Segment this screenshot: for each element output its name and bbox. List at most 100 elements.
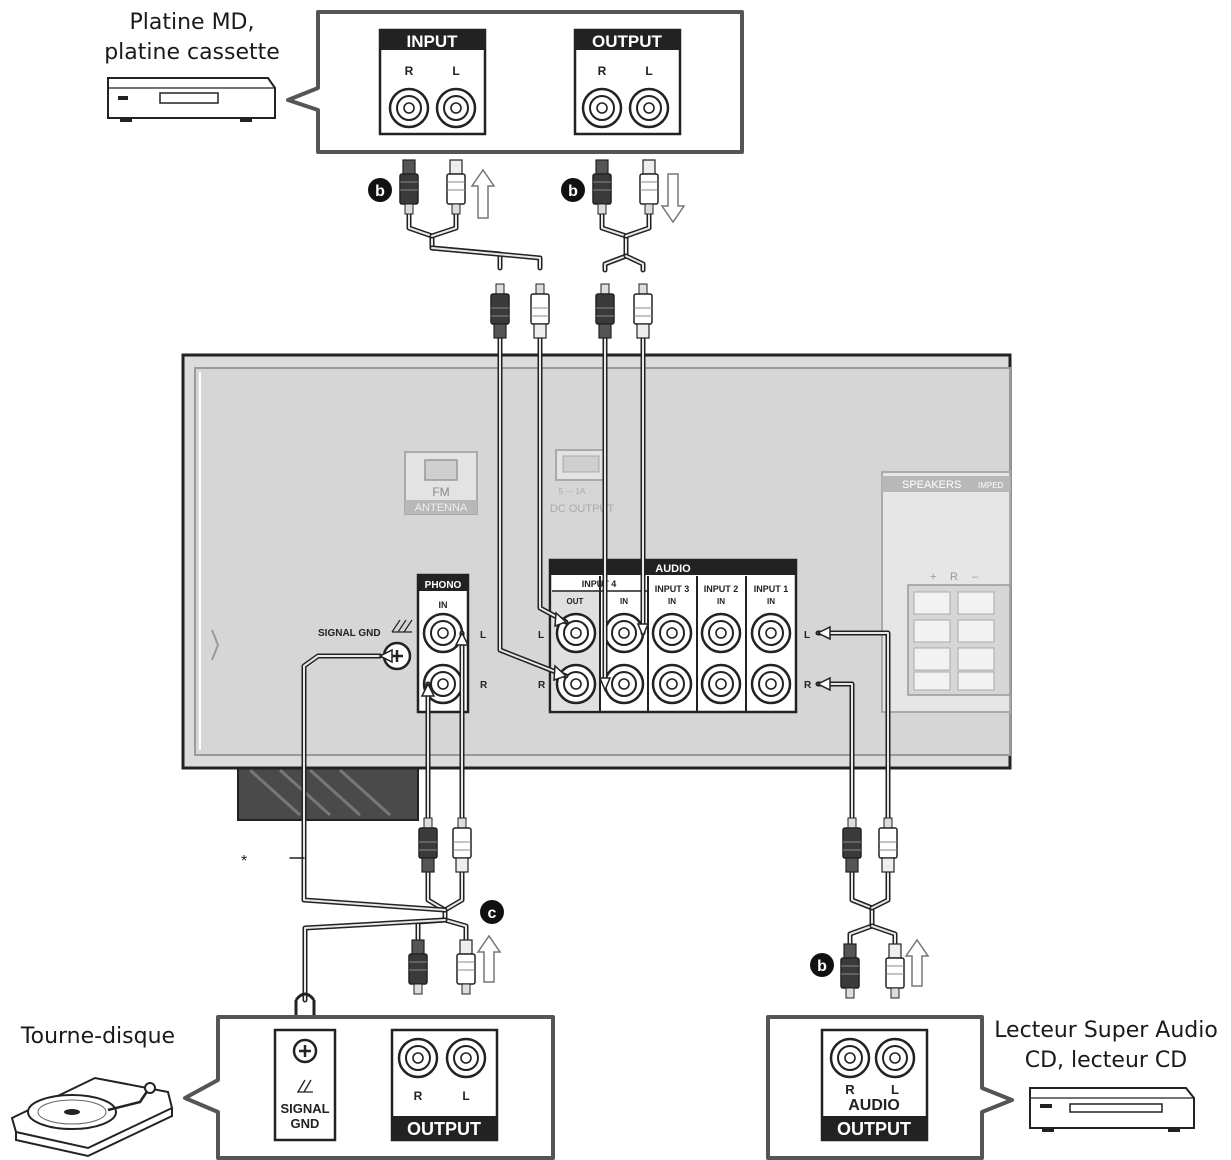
phono-l-plug-receiver-end (452, 817, 472, 873)
input3-label: INPUT 3 (655, 584, 690, 594)
signal-arrow-up-icon (470, 168, 496, 219)
cd-audio-label: AUDIO (848, 1097, 900, 1114)
input4-in-l-jack[interactable] (603, 612, 645, 654)
input1-r-jack[interactable] (750, 663, 792, 705)
md-output-title: OUTPUT (592, 32, 663, 51)
input3-l-jack[interactable] (651, 612, 693, 654)
md-input-l-plug (446, 159, 466, 215)
cd-output-l-label: L (891, 1082, 899, 1097)
signal-gnd-label: SIGNAL GND (318, 628, 381, 639)
cd-player-label-line1: Lecteur Super Audio (994, 1018, 1218, 1043)
md-deck-label-line1: Platine MD, (129, 10, 255, 35)
input4-in-r-jack[interactable] (603, 663, 645, 705)
input2-r-jack[interactable] (700, 663, 742, 705)
phono-in-label: IN (439, 600, 448, 610)
md-output-r-label: R (598, 64, 607, 78)
turntable-output-l-label: L (462, 1089, 469, 1103)
md-input-r-jack[interactable] (388, 87, 430, 129)
callout-b-md-input: b (368, 178, 392, 202)
dc-output-port: 5 --- 1A DC OUTPUT (550, 449, 614, 515)
md-output-l-plug-receiver-end (633, 283, 653, 339)
turntable-label-text: Tourne-disque (20, 1024, 176, 1049)
input2-label: INPUT 2 (704, 584, 739, 594)
phono-r-plug-receiver-end (418, 817, 438, 873)
ground-icon (297, 1079, 313, 1093)
input4-out-label: OUT (567, 597, 584, 606)
md-input-r-plug (399, 159, 419, 215)
input3-in-label: IN (668, 597, 676, 606)
svg-text:b: b (568, 183, 578, 200)
dc-output-rating: 5 --- 1A (559, 487, 586, 496)
input1-label: INPUT 1 (754, 584, 789, 594)
cd-player-label: Lecteur Super Audio CD, lecteur CD (990, 1016, 1222, 1076)
md-output-l-jack[interactable] (628, 87, 670, 129)
md-input-l-jack[interactable] (435, 87, 477, 129)
fm-antenna-terminal: FM ANTENNA (404, 451, 478, 515)
cd-r-plug (840, 943, 860, 999)
cd-l-plug-receiver-end (878, 817, 898, 873)
speakers-label: SPEAKERS (902, 479, 961, 491)
antenna-label: ANTENNA (415, 502, 468, 514)
audio-jack-block: L R AUDIO INPUT 4 OUT IN INPUT 3 IN INPU… (538, 558, 812, 714)
callout-c-phono: c (480, 900, 504, 924)
dc-output-label: DC OUTPUT (550, 503, 614, 515)
input4-in-label: IN (620, 597, 628, 606)
input2-in-label: IN (717, 597, 725, 606)
input2-l-jack[interactable] (700, 612, 742, 654)
signal-arrow-down-icon (660, 173, 686, 224)
svg-text:b: b (817, 958, 827, 975)
arrow-heads (378, 611, 831, 697)
turntable-gnd-label: GND (291, 1116, 320, 1131)
speaker-minus-label: – (972, 571, 979, 583)
md-deck-panel: INPUT R L OUTPUT R L (286, 10, 744, 154)
turntable-panel: SIGNAL GND R L OUTPUT (183, 1015, 555, 1160)
svg-text:b: b (375, 183, 385, 200)
cd-player-panel: R L AUDIO OUTPUT (766, 1015, 1014, 1160)
audio-l-label-left: L (538, 630, 544, 641)
md-input-r-label: R (405, 64, 414, 78)
audio-r-label-left: R (538, 680, 546, 691)
audio-l-label-right: L (804, 630, 810, 641)
speakers-impedance-label: IMPED (978, 481, 1004, 490)
turntable-output-r-jack[interactable] (397, 1037, 439, 1079)
md-output-r-jack[interactable] (581, 87, 623, 129)
cd-player-device (1029, 1087, 1195, 1132)
cd-player-label-line2: CD, lecteur CD (1024, 1048, 1188, 1073)
input4-label: INPUT 4 (582, 579, 617, 589)
md-deck-label-line2: platine cassette (104, 40, 280, 65)
md-input-title: INPUT (407, 32, 459, 51)
cd-output-r-jack[interactable] (829, 1037, 871, 1079)
turntable-device (10, 1076, 174, 1158)
md-input-l-label: L (452, 64, 459, 78)
audio-title: AUDIO (655, 563, 691, 575)
md-deck-device (107, 77, 276, 122)
md-output-r-plug-receiver-end (595, 283, 615, 339)
input3-r-jack[interactable] (651, 663, 693, 705)
phono-l-label: L (480, 630, 486, 641)
cd-output-title: OUTPUT (837, 1119, 911, 1139)
speakers-terminal-block: SPEAKERS IMPED + R – (881, 471, 1011, 713)
callout-b-md-output: b (561, 178, 585, 202)
input1-l-jack[interactable] (750, 612, 792, 654)
input1-in-label: IN (767, 597, 775, 606)
signal-arrow-up-icon (904, 938, 930, 987)
cd-l-plug (885, 943, 905, 999)
turntable-output-title: OUTPUT (407, 1119, 481, 1139)
ground-icon (391, 619, 413, 633)
md-output-l-plug (639, 159, 659, 215)
speaker-r-label: R (950, 571, 958, 583)
md-deck-label: Platine MD, platine cassette (92, 8, 292, 68)
asterisk-note-marker: * (241, 853, 247, 870)
input4-out-r-jack[interactable] (555, 663, 597, 705)
cd-output-l-jack[interactable] (874, 1037, 916, 1079)
turntable-l-plug (456, 939, 476, 995)
phono-r-label: R (480, 680, 488, 691)
turntable-output-r-label: R (414, 1089, 423, 1103)
callout-b-cd: b (810, 953, 834, 977)
turntable-output-l-jack[interactable] (445, 1037, 487, 1079)
svg-text:c: c (488, 905, 497, 922)
md-output-r-plug (592, 159, 612, 215)
phono-l-jack[interactable] (422, 612, 464, 654)
md-output-l-label: L (645, 64, 652, 78)
